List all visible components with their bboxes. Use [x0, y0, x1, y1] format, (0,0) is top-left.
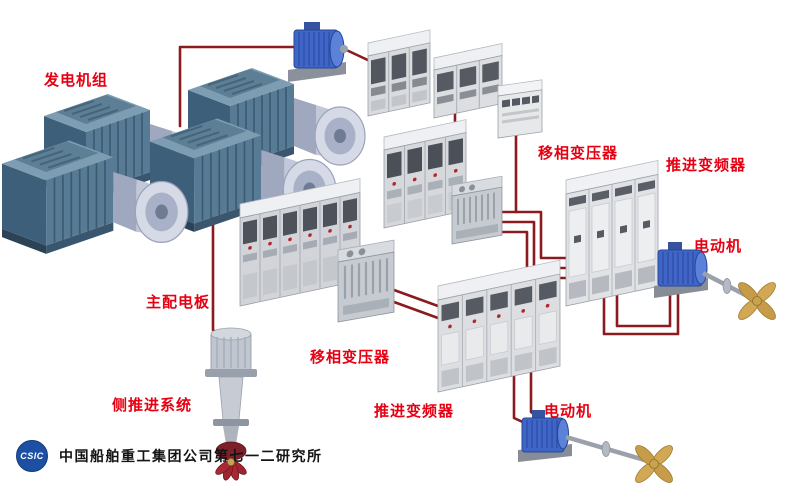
footer: CSIC 中国船舶重工集团公司第七一二研究所 — [16, 440, 323, 472]
label-phase-transformer-top: 移相变压器 — [538, 145, 619, 162]
company-name: 中国船舶重工集团公司第七一二研究所 — [59, 448, 323, 464]
aux-motor — [288, 22, 348, 82]
label-side-thruster: 侧推进系统 — [112, 397, 193, 414]
label-motor-right: 电动机 — [694, 238, 743, 255]
propeller-bottom — [565, 434, 673, 483]
label-generator-set: 发电机组 — [44, 72, 109, 89]
csic-logo-text: CSIC — [20, 451, 44, 461]
label-propulsion-converter-bottom: 推进变频器 — [374, 403, 455, 420]
label-motor-bottom: 电动机 — [544, 403, 593, 420]
propulsion-motor-bottom — [518, 410, 572, 462]
propeller-right — [701, 271, 776, 320]
csic-logo: CSIC — [16, 440, 48, 472]
propulsion-converter-bottom — [437, 259, 561, 393]
label-main-switchboard: 主配电板 — [146, 294, 211, 311]
propulsion-converter-right — [565, 159, 659, 307]
phase-transformer-right — [451, 175, 503, 245]
label-phase-transformer-bottom: 移相变压器 — [310, 349, 391, 366]
label-propulsion-converter-right: 推进变频器 — [666, 157, 747, 174]
propulsion-motor-right — [654, 242, 708, 298]
mid-switchboard — [383, 119, 467, 229]
main-switchboard — [239, 178, 361, 307]
switchgear-group-b — [433, 43, 503, 119]
side-thruster — [205, 327, 257, 481]
phase-transformer-center — [337, 239, 395, 323]
switchgear-group-a — [367, 29, 431, 117]
control-cabinet — [497, 79, 543, 139]
